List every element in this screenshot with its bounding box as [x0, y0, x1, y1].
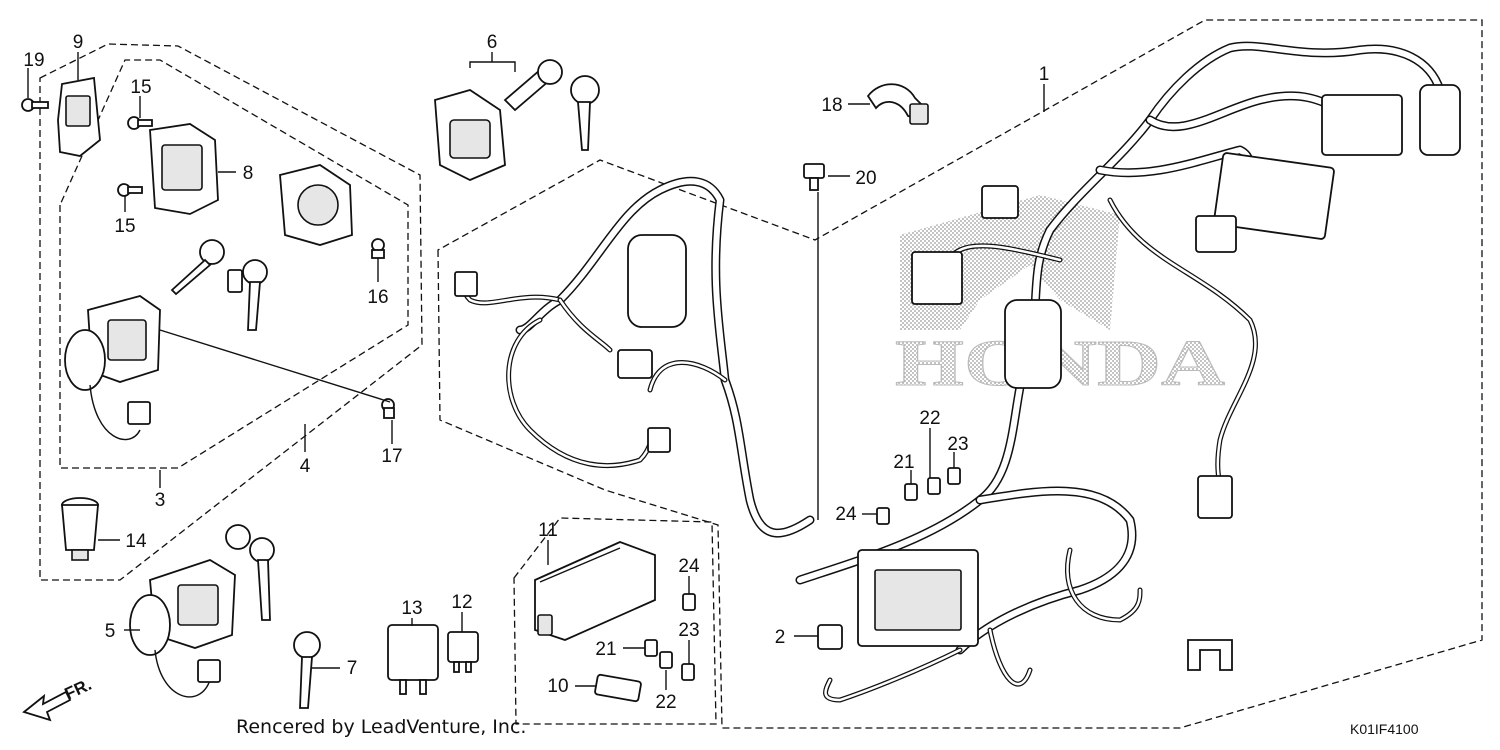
callout-23-harness: 23	[947, 434, 968, 455]
harness-connector-d	[1197, 475, 1233, 519]
part-17-bolt	[381, 398, 395, 419]
part-15-screw-b	[117, 183, 143, 197]
callout-8: 8	[243, 163, 254, 184]
render-credit: Rencered by LeadVenture, Inc.	[236, 716, 526, 738]
front-direction-arrow: FR.	[22, 675, 95, 722]
callout-15-top: 15	[130, 77, 151, 98]
diagram-code: K01IF4100	[1350, 721, 1419, 737]
part-7-key	[293, 631, 321, 709]
fuse-box-boundary	[513, 517, 717, 725]
harness-module-top	[1321, 94, 1403, 156]
callout-22-harness: 22	[919, 408, 940, 429]
callout-23-fuse: 23	[678, 620, 699, 641]
callout-7: 7	[347, 658, 358, 679]
harness-coil	[1419, 84, 1461, 156]
callout-1: 1	[1039, 64, 1050, 85]
part-11-fuse-box	[534, 541, 656, 641]
callout-5: 5	[105, 621, 116, 642]
callout-24-fuse: 24	[678, 556, 700, 577]
callout-18: 18	[821, 95, 842, 116]
callout-19: 19	[23, 50, 44, 71]
callout-13: 13	[401, 598, 422, 619]
sub-harness-plug-2	[647, 427, 671, 453]
part-6-lock-set	[434, 59, 600, 181]
harness-connector-c	[1195, 215, 1237, 253]
part-20-bolt	[803, 163, 825, 191]
callout-24-harness: 24	[835, 504, 857, 525]
sub-harness-connector	[617, 349, 653, 379]
kit-3-keys	[170, 239, 268, 331]
harness-cylinder	[1004, 299, 1062, 389]
callouts: 19 9 15 8 15 16 6 18 20 1 17 4 3 14 5 7 …	[23, 32, 1049, 713]
callout-22-fuse: 22	[655, 692, 676, 713]
callout-6: 6	[487, 32, 498, 53]
leader-lines	[27, 52, 1045, 690]
part-16-screw	[371, 238, 385, 259]
part-19-bolt	[21, 98, 49, 112]
callout-2: 2	[775, 627, 786, 648]
harness-connector-b	[981, 185, 1019, 219]
ignition-cover	[279, 164, 353, 246]
main-wire-harness	[795, 41, 1461, 703]
callout-9: 9	[73, 32, 84, 53]
callout-20: 20	[855, 168, 876, 189]
harness-connector-a	[911, 251, 963, 305]
part-13-relay	[387, 624, 439, 695]
harness-boundary-1	[437, 19, 1483, 729]
callout-3: 3	[155, 490, 166, 511]
part-5-switch-assembly	[129, 524, 275, 698]
sub-harness-cylinder	[627, 234, 687, 328]
sub-harness-plug	[454, 271, 478, 297]
fuse-block-inner	[874, 569, 962, 631]
callout-12: 12	[451, 592, 472, 613]
callout-4: 4	[300, 456, 311, 477]
part-10-connector	[594, 673, 642, 703]
callout-14: 14	[125, 531, 147, 552]
harness-module-bottom	[1213, 152, 1335, 240]
part-12-relay	[447, 631, 479, 673]
part-14-cap	[61, 497, 99, 561]
callout-17: 17	[381, 446, 402, 467]
callout-16: 16	[367, 287, 388, 308]
kit-boundary-3	[59, 59, 409, 469]
harness-group-fuses	[876, 467, 961, 525]
kit-boundary-4	[39, 43, 423, 581]
group-boundaries	[39, 19, 1483, 729]
part-2-relay	[817, 624, 843, 650]
callout-15-bottom: 15	[114, 216, 135, 237]
callout-10: 10	[547, 676, 568, 697]
part-8-switch-body	[149, 123, 219, 215]
part-18-clamp	[866, 83, 929, 125]
callout-21-fuse: 21	[595, 639, 616, 660]
kit-3-ignition-switch	[64, 295, 161, 441]
part-15-screw-a	[127, 116, 153, 130]
sub-wire-harness	[454, 176, 815, 538]
callout-11: 11	[538, 520, 558, 541]
callout-21-harness: 21	[893, 452, 914, 473]
arrow-left-icon	[22, 690, 72, 722]
part-9-bracket	[57, 76, 101, 157]
harness-bracket	[1187, 639, 1233, 671]
